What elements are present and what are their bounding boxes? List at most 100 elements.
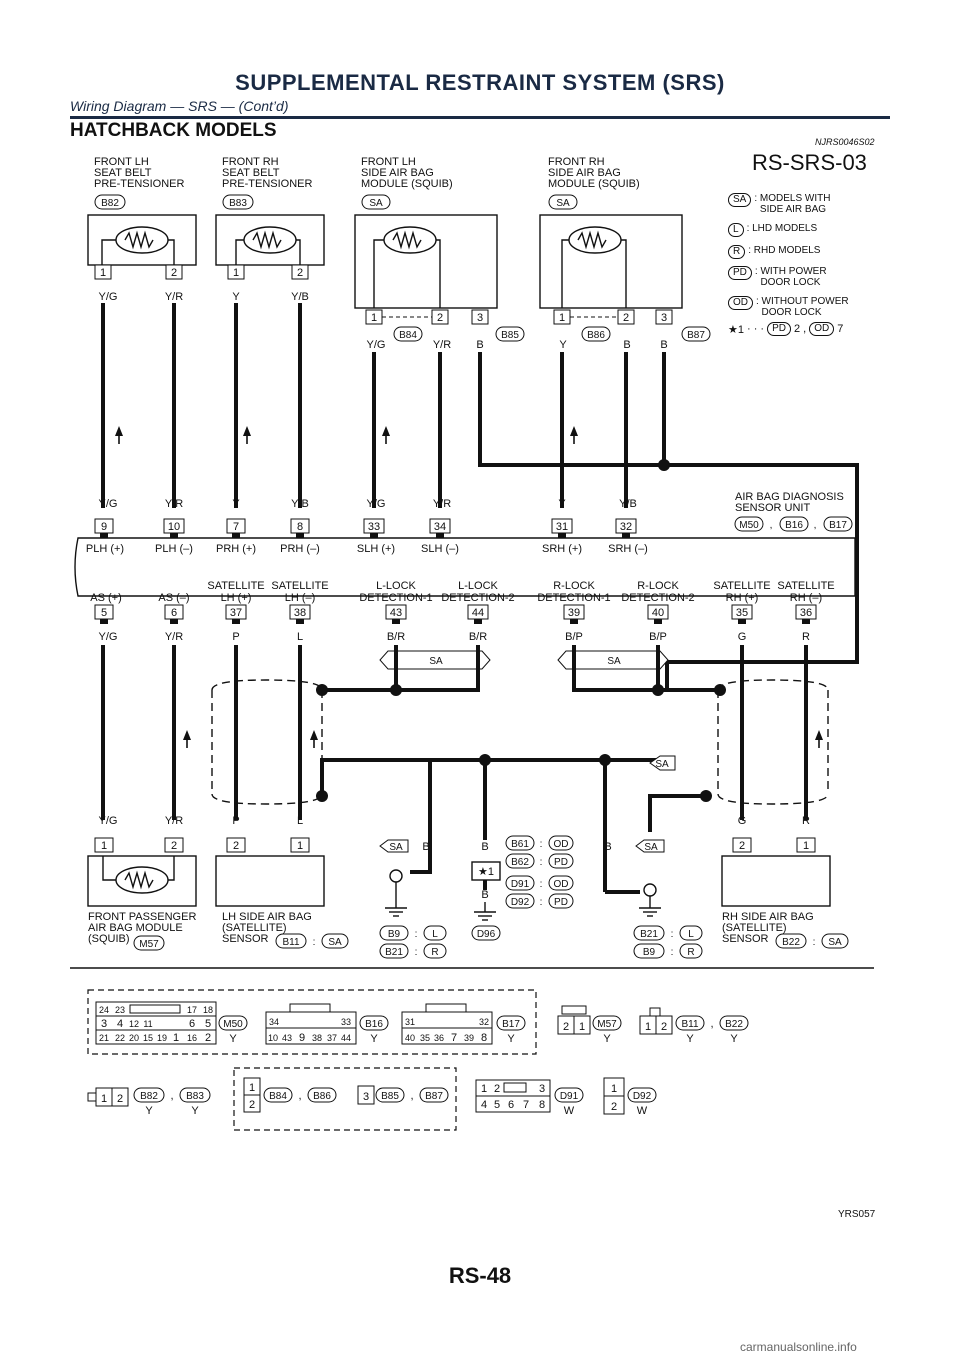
svg-text:15: 15 [143,1033,153,1043]
b82-box [87,214,197,266]
splice-dots [316,684,726,802]
svg-text::: : [540,897,543,908]
svg-text:43: 43 [390,607,402,619]
svg-text:Y: Y [558,498,566,510]
shield-lines [211,679,829,805]
svg-text:M50: M50 [739,520,759,531]
svg-text:2: 2 [117,1093,123,1105]
svg-text:5: 5 [101,607,107,619]
svg-text:L: L [688,929,694,940]
svg-text::: : [540,857,543,868]
svg-text:SA: SA [369,198,383,209]
svg-text:PLH (–): PLH (–) [155,543,193,555]
lower-wire-labels: Y/G Y/R P L G R B B B B [99,815,811,901]
legend-row-sa: SA : MODELS WITH SIDE AIR BAG [728,193,830,215]
sa-lock-brackets: SA SA [379,650,669,670]
svg-text:B83: B83 [229,198,247,209]
svg-text:38: 38 [294,607,306,619]
conn-tag-b86: B86 [581,326,611,342]
svg-text:6: 6 [171,607,177,619]
conn-tag-b85: B85 [495,326,525,342]
svg-text:B85: B85 [501,330,519,341]
svg-text:R: R [431,947,438,958]
svg-text:1: 1 [559,312,565,324]
svg-text:B17: B17 [829,520,847,531]
sensor-unit-box [74,537,856,597]
svg-text:,: , [814,520,817,531]
svg-text:DETECTION-2: DETECTION-2 [441,592,514,604]
svg-text:D96: D96 [477,929,496,940]
svg-text:B: B [481,889,488,901]
svg-text:B9: B9 [388,929,401,940]
top-wires [101,303,859,690]
diagram-code: YRS057 [838,1209,876,1220]
lh-side-squib-icon [373,226,441,308]
svg-text:Y/G: Y/G [99,291,118,303]
svg-text:AS (–): AS (–) [158,592,189,604]
svg-text:L: L [297,815,303,827]
svg-text:M57: M57 [139,939,159,950]
legend-tag: R [728,245,746,259]
star-pd-value: 2 , [794,323,807,335]
svg-text:B83: B83 [186,1091,204,1102]
svg-text:B16: B16 [365,1019,383,1030]
svg-text:Y: Y [145,1105,153,1117]
svg-text:1: 1 [233,267,239,279]
legend-tag: PD [728,266,752,280]
rh-side-squib-icon [561,226,627,308]
svg-text:M50: M50 [223,1019,243,1030]
svg-text:3: 3 [539,1083,545,1095]
svg-text:B11: B11 [681,1019,698,1030]
svg-text:10: 10 [168,521,180,533]
svg-text:18: 18 [203,1005,213,1015]
svg-text:1: 1 [249,1082,255,1094]
svg-text:B/R: B/R [469,631,487,643]
svg-text:11: 11 [143,1019,152,1029]
svg-text:17: 17 [187,1005,197,1015]
svg-text:37: 37 [230,607,242,619]
svg-text:,: , [170,1090,173,1102]
svg-text:OD: OD [554,839,569,850]
svg-text:36: 36 [434,1033,444,1043]
svg-text:4: 4 [117,1018,123,1030]
svg-text:B/R: B/R [387,631,405,643]
svg-text:PD: PD [554,857,568,868]
page-number: RS-48 [448,1263,512,1288]
ground-right-tags: B21 : L B9 : R [633,925,703,959]
svg-text::: : [813,937,816,948]
rh-side-box [539,214,683,309]
svg-text:B87: B87 [425,1091,443,1102]
svg-text:Y/R: Y/R [433,498,451,510]
star-pd-tag: PD [767,322,791,336]
conn-tag-lh-side: SA [361,194,391,210]
svg-text:Y: Y [191,1105,199,1117]
label-b22: RH SIDE AIR BAG(SATELLITE)SENSOR [722,911,814,945]
legend-desc: : LHD MODELS [746,223,818,234]
svg-text:2: 2 [661,1021,667,1033]
legend-row-r: R : RHD MODELS [728,245,820,259]
svg-text:6: 6 [508,1099,514,1111]
svg-text:35: 35 [420,1033,430,1043]
svg-text:L: L [297,631,303,643]
svg-text:SATELLITE: SATELLITE [271,580,328,592]
svg-text:1: 1 [645,1021,651,1033]
svg-text:Y/G: Y/G [367,498,386,510]
svg-text:B82: B82 [140,1091,158,1102]
header-rule [70,116,890,119]
svg-text:B22: B22 [782,937,800,948]
svg-text:B62: B62 [511,857,529,868]
conn-tag-rh-side: SA [548,194,578,210]
svg-text:B: B [604,841,611,853]
svg-text:8: 8 [297,521,303,533]
svg-text:B61: B61 [511,839,529,850]
b82-squib-icon [101,226,175,265]
svg-text:Y: Y [603,1033,611,1045]
svg-text:B21: B21 [640,929,658,940]
svg-text:2: 2 [611,1101,617,1113]
svg-text:LH (+): LH (+) [221,592,252,604]
conn-tag-m57: M57 [133,935,165,951]
svg-text:W: W [637,1105,648,1117]
svg-text:B: B [476,339,483,351]
top-wire-labels: Y/G Y/R Y Y/B Y/G Y/R B Y B B [99,291,668,351]
